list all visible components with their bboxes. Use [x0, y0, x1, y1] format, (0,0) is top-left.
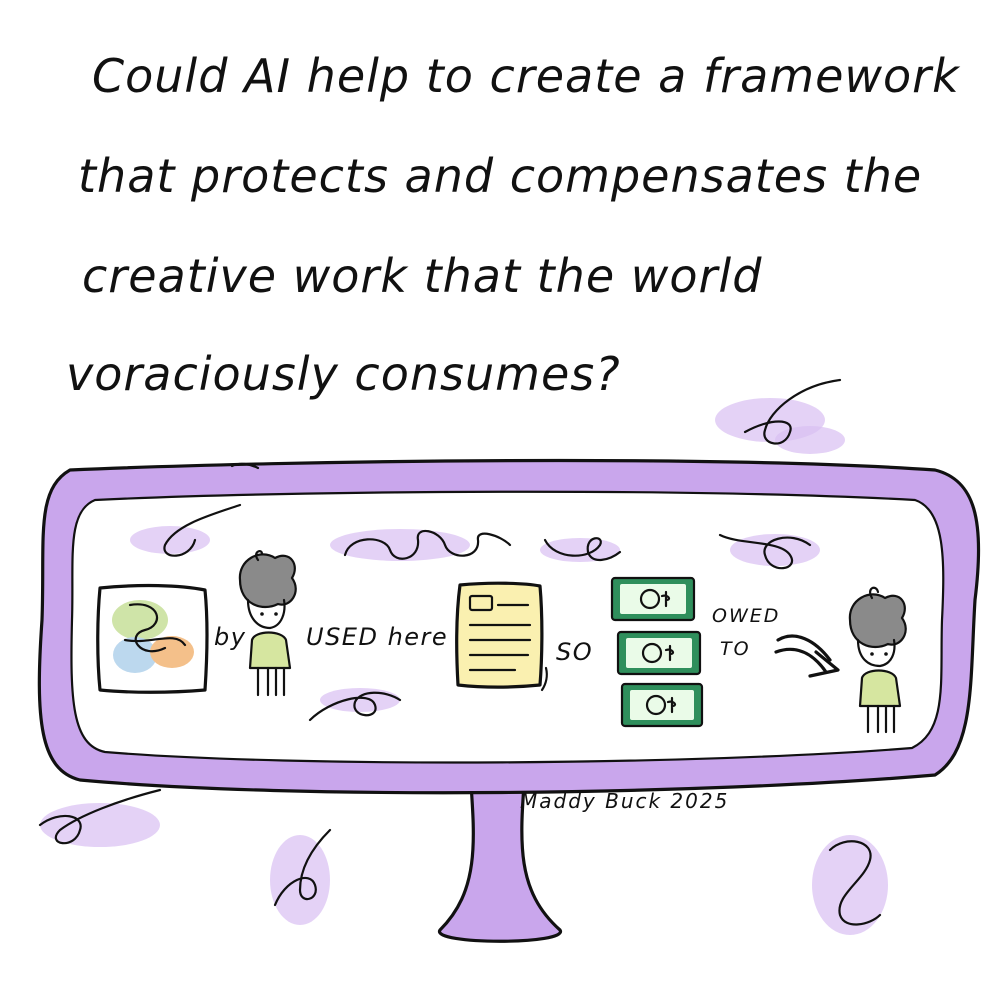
used-here-label: USED here	[306, 623, 448, 651]
banknote-icon-stack	[610, 576, 704, 728]
so-label: SO	[556, 638, 593, 666]
question-line-3: creative work that the world	[82, 249, 762, 303]
by-label: by	[214, 623, 246, 651]
recipient-person-icon	[848, 586, 907, 734]
framed-artwork-icon	[96, 583, 209, 694]
artist-signature: Maddy Buck 2025	[520, 789, 729, 813]
question-line-1: Could AI help to create a framework	[92, 49, 961, 103]
owed-label: OWED	[712, 605, 780, 627]
monitor-stand	[438, 768, 562, 943]
comma-mark	[540, 666, 548, 692]
squiggle-decoration-bottom	[38, 788, 888, 935]
question-text: Could AI help to create a framework that…	[66, 49, 961, 401]
banknote-icon	[616, 630, 702, 676]
banknote-icon	[610, 576, 696, 622]
curved-arrow-icon	[774, 634, 840, 678]
document-icon	[455, 581, 544, 689]
squiggle-decoration-top-right	[715, 378, 845, 454]
banknote-icon	[620, 682, 704, 728]
creator-person-icon	[238, 550, 297, 697]
question-line-2: that protects and compensates the	[78, 149, 922, 203]
question-line-4: voraciously consumes?	[66, 347, 621, 401]
to-label: TO	[720, 638, 751, 660]
screen-squiggles	[130, 503, 820, 722]
